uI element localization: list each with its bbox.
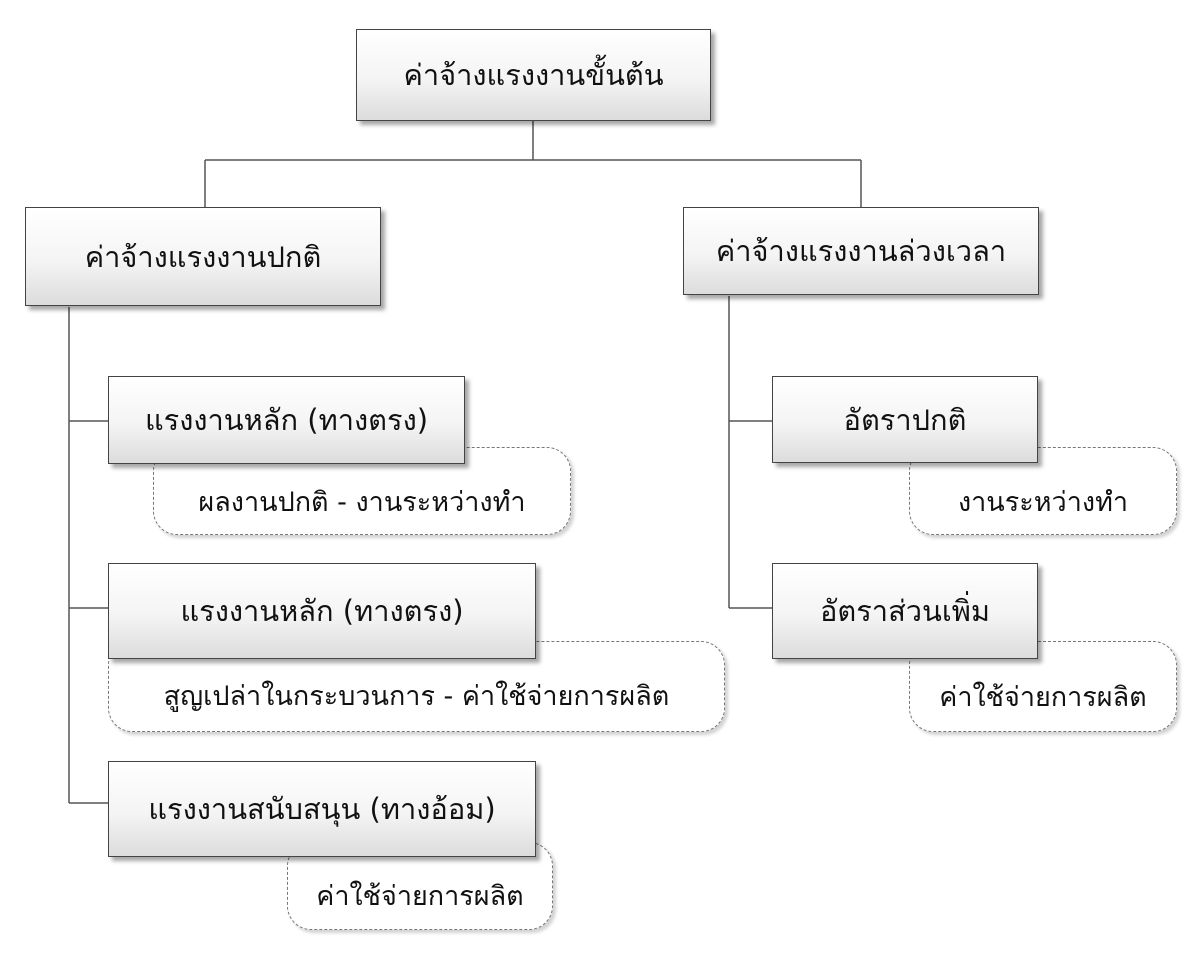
child-node-indirect-labor: แรงงานสนับสนุน (ทางอ้อม)	[108, 761, 536, 857]
child-node-premium-rate: อัตราส่วนเพิ่ม	[772, 563, 1038, 659]
note-wip-overtime: งานระหว่างทำ	[909, 447, 1177, 535]
connector-root	[204, 121, 862, 207]
connector-right-trunk	[728, 296, 772, 609]
root-node: ค่าจ้างแรงงานขั้นต้น	[356, 29, 711, 121]
note-overhead-premium: ค่าใช้จ่ายการผลิต	[909, 641, 1177, 732]
child-node-direct-labor-1: แรงงานหลัก (ทางตรง)	[108, 376, 465, 464]
child-node-direct-labor-2: แรงงานหลัก (ทางตรง)	[108, 563, 536, 659]
child-node-normal-rate: อัตราปกติ	[772, 376, 1038, 463]
connector-left-trunk	[68, 307, 108, 804]
branch-node-overtime-wage: ค่าจ้างแรงงานล่วงเวลา	[683, 207, 1039, 295]
branch-node-regular-wage: ค่าจ้างแรงงานปกติ	[25, 207, 381, 306]
